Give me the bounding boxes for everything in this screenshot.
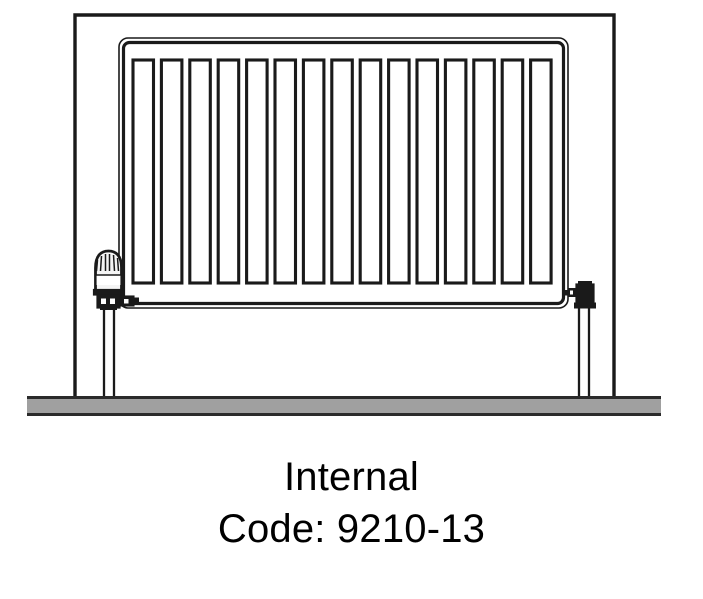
thermostatic-radiator-valve [92, 249, 139, 310]
radiator-fin [245, 58, 269, 285]
lockshield-tail [563, 290, 568, 296]
flow-pipe-left [102, 300, 116, 399]
lockshield-cap [578, 281, 592, 285]
radiator-fin [358, 58, 383, 285]
trv-head-band [96, 275, 121, 285]
trv-stem [100, 306, 117, 310]
radiator-fin [273, 58, 298, 285]
radiator-line-drawing [27, 13, 661, 416]
radiator-fin [159, 58, 184, 285]
radiator-fin-group [131, 58, 553, 285]
radiator-fin [330, 58, 354, 285]
wall-outline [73, 13, 616, 402]
radiator-fin [415, 58, 440, 285]
radiator-fin [131, 58, 156, 285]
caption-code: Code: 9210-13 [217, 507, 486, 551]
radiator-fin [387, 58, 411, 285]
trv-union-nut [134, 297, 139, 305]
trv-collar [92, 288, 125, 296]
caption-title: Internal [283, 455, 420, 499]
lockshield-valve [563, 281, 596, 309]
radiator-fin [301, 58, 326, 285]
trv-head-dome [94, 249, 123, 294]
radiator-fin [216, 58, 241, 285]
lockshield-body [575, 283, 595, 305]
lockshield-base [574, 302, 596, 309]
radiator-fin [529, 58, 553, 285]
radiator-fin [188, 58, 212, 285]
figure-caption: Internal Code: 9210-13 [0, 452, 703, 556]
return-pipe-right [577, 302, 591, 399]
floor-slab [27, 396, 661, 416]
radiator-fin [472, 58, 496, 285]
radiator-fin [500, 58, 525, 285]
radiator-fin [443, 58, 468, 285]
